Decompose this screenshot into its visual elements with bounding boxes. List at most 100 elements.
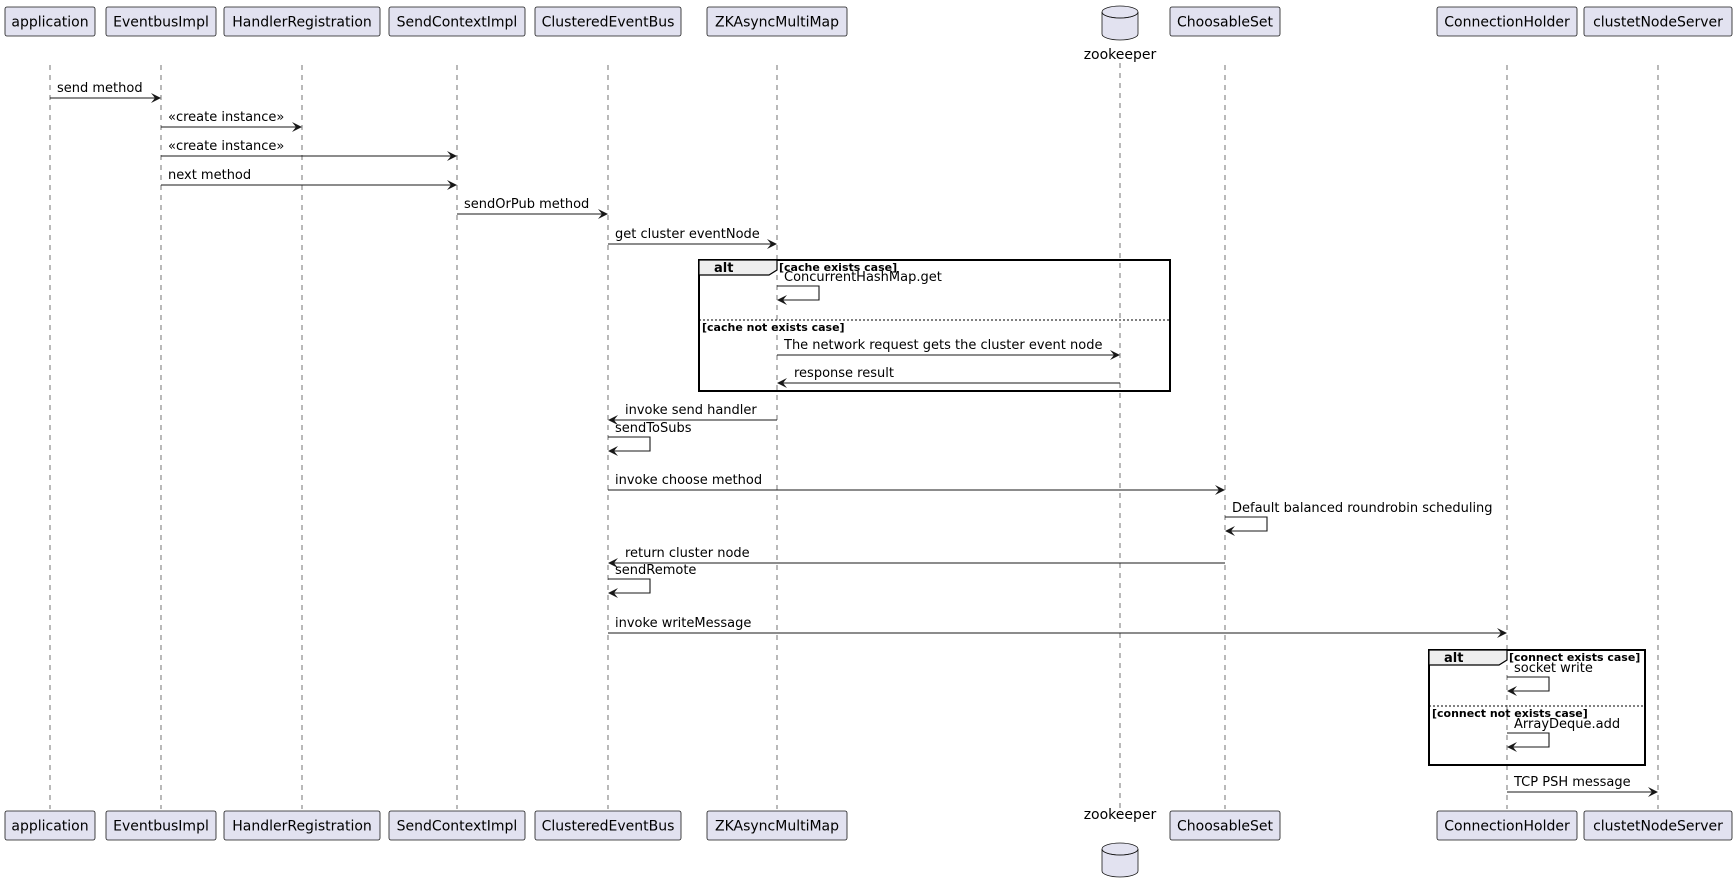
message-15: sendRemote — [608, 563, 696, 598]
message-label: response result — [794, 366, 894, 381]
message-label: sendRemote — [615, 563, 696, 578]
message-label: «create instance» — [168, 139, 284, 154]
participant-box — [1583, 6, 1733, 37]
message-label: Default balanced roundrobin scheduling — [1232, 501, 1493, 516]
participant-nodeserver-top: clustetNodeServer — [1583, 6, 1733, 37]
message-7: ConcurrentHashMap.get — [777, 270, 942, 305]
fragment-guard: [connect exists case] — [1509, 651, 1640, 664]
participant-box — [1436, 810, 1578, 841]
participant-connholder-bottom: ConnectionHolder — [1436, 810, 1578, 841]
participant-box — [105, 810, 217, 841]
fragment-guard: [connect not exists case] — [1432, 707, 1588, 720]
participant-label: ZKAsyncMultiMap — [715, 15, 839, 31]
message-10: invoke send handler — [608, 403, 777, 425]
message-17: socket write — [1507, 661, 1593, 696]
participant-label: EventbusImpl — [113, 819, 209, 835]
message-1: send method — [50, 81, 161, 103]
participant-label: ZKAsyncMultiMap — [715, 819, 839, 835]
participant-box — [223, 6, 381, 37]
participant-box — [534, 810, 682, 841]
message-6: get cluster eventNode — [608, 227, 777, 249]
message-label: invoke send handler — [625, 403, 757, 418]
self-message-arrow — [1507, 732, 1550, 752]
self-message-arrow — [777, 285, 820, 305]
participant-label: HandlerRegistration — [232, 819, 372, 835]
participant-connholder-top: ConnectionHolder — [1436, 6, 1578, 37]
participant-clustered-top: ClusteredEventBus — [534, 6, 682, 37]
fragment-guard: [cache exists case] — [779, 261, 897, 274]
participant-label: clustetNodeServer — [1593, 15, 1723, 31]
message-11: sendToSubs — [608, 421, 692, 456]
participant-box — [534, 6, 682, 37]
participant-box — [388, 6, 526, 37]
message-label: ArrayDeque.add — [1514, 717, 1620, 732]
message-18: ArrayDeque.add — [1507, 717, 1620, 752]
message-label: «create instance» — [168, 110, 284, 125]
participant-label: HandlerRegistration — [232, 15, 372, 31]
participant-clustered-bottom: ClusteredEventBus — [534, 810, 682, 841]
database-cylinder-body — [1101, 849, 1139, 878]
participant-box — [1169, 810, 1281, 841]
participant-box — [4, 810, 96, 841]
message-5: sendOrPub method — [457, 197, 608, 219]
participant-eventbus-bottom: EventbusImpl — [105, 810, 217, 841]
participant-application-top: application — [4, 6, 96, 37]
participant-label: SendContextImpl — [397, 15, 518, 31]
participant-choosable-bottom: ChoosableSet — [1169, 810, 1281, 841]
participant-label: ClusteredEventBus — [542, 819, 675, 835]
participant-label: EventbusImpl — [113, 15, 209, 31]
participant-nodeserver-bottom: clustetNodeServer — [1583, 810, 1733, 841]
participant-zookeeper-bottom: zookeeper — [1084, 807, 1157, 878]
database-cylinder-body — [1101, 12, 1139, 41]
message-4: next method — [161, 168, 457, 190]
self-message-arrow — [1225, 516, 1268, 536]
alt-fragment-1: alt[cache exists case][cache not exists … — [698, 259, 1171, 392]
participant-box — [706, 810, 848, 841]
fragment-frame — [1428, 649, 1646, 766]
message-label: get cluster eventNode — [615, 227, 760, 242]
fragment-frame — [698, 259, 1171, 392]
participant-box — [105, 6, 217, 37]
message-label: next method — [168, 168, 251, 183]
participant-label: ClusteredEventBus — [542, 15, 675, 31]
participant-label: clustetNodeServer — [1593, 819, 1723, 835]
message-label: invoke choose method — [615, 473, 762, 488]
participant-label: application — [11, 15, 88, 31]
message-label: The network request gets the cluster eve… — [783, 338, 1102, 353]
participant-application-bottom: application — [4, 810, 96, 841]
message-9: response result — [777, 366, 1120, 388]
participant-box — [1583, 810, 1733, 841]
message-16: invoke writeMessage — [608, 616, 1507, 638]
message-label: ConcurrentHashMap.get — [784, 270, 942, 285]
fragment-keyword: alt — [1444, 651, 1463, 666]
participant-label: ConnectionHolder — [1444, 819, 1570, 835]
participant-sendctx-bottom: SendContextImpl — [388, 810, 526, 841]
message-label: invoke writeMessage — [615, 616, 751, 631]
participant-box — [4, 6, 96, 37]
message-2: «create instance» — [161, 110, 302, 132]
message-label: socket write — [1514, 661, 1593, 676]
message-12: invoke choose method — [608, 473, 1225, 495]
participant-zkmap-top: ZKAsyncMultiMap — [706, 6, 848, 37]
message-label: TCP PSH message — [1513, 775, 1631, 790]
participant-sendctx-top: SendContextImpl — [388, 6, 526, 37]
participant-box — [1436, 6, 1578, 37]
participant-label: ConnectionHolder — [1444, 15, 1570, 31]
self-message-arrow — [608, 578, 651, 598]
fragment-tab — [1428, 649, 1508, 666]
participant-box — [388, 810, 526, 841]
participant-box — [706, 6, 848, 37]
message-label: send method — [57, 81, 143, 96]
participant-label: zookeeper — [1084, 807, 1157, 823]
message-3: «create instance» — [161, 139, 457, 161]
self-message-arrow — [1507, 676, 1550, 696]
participant-handlerreg-top: HandlerRegistration — [223, 6, 381, 37]
participant-box — [223, 810, 381, 841]
participant-handlerreg-bottom: HandlerRegistration — [223, 810, 381, 841]
participant-box — [1169, 6, 1281, 37]
message-8: The network request gets the cluster eve… — [777, 338, 1120, 360]
message-label: return cluster node — [625, 546, 750, 561]
participant-label: SendContextImpl — [397, 819, 518, 835]
alt-fragment-2: alt [connect exists case] [connect not exi… — [1428, 649, 1646, 766]
